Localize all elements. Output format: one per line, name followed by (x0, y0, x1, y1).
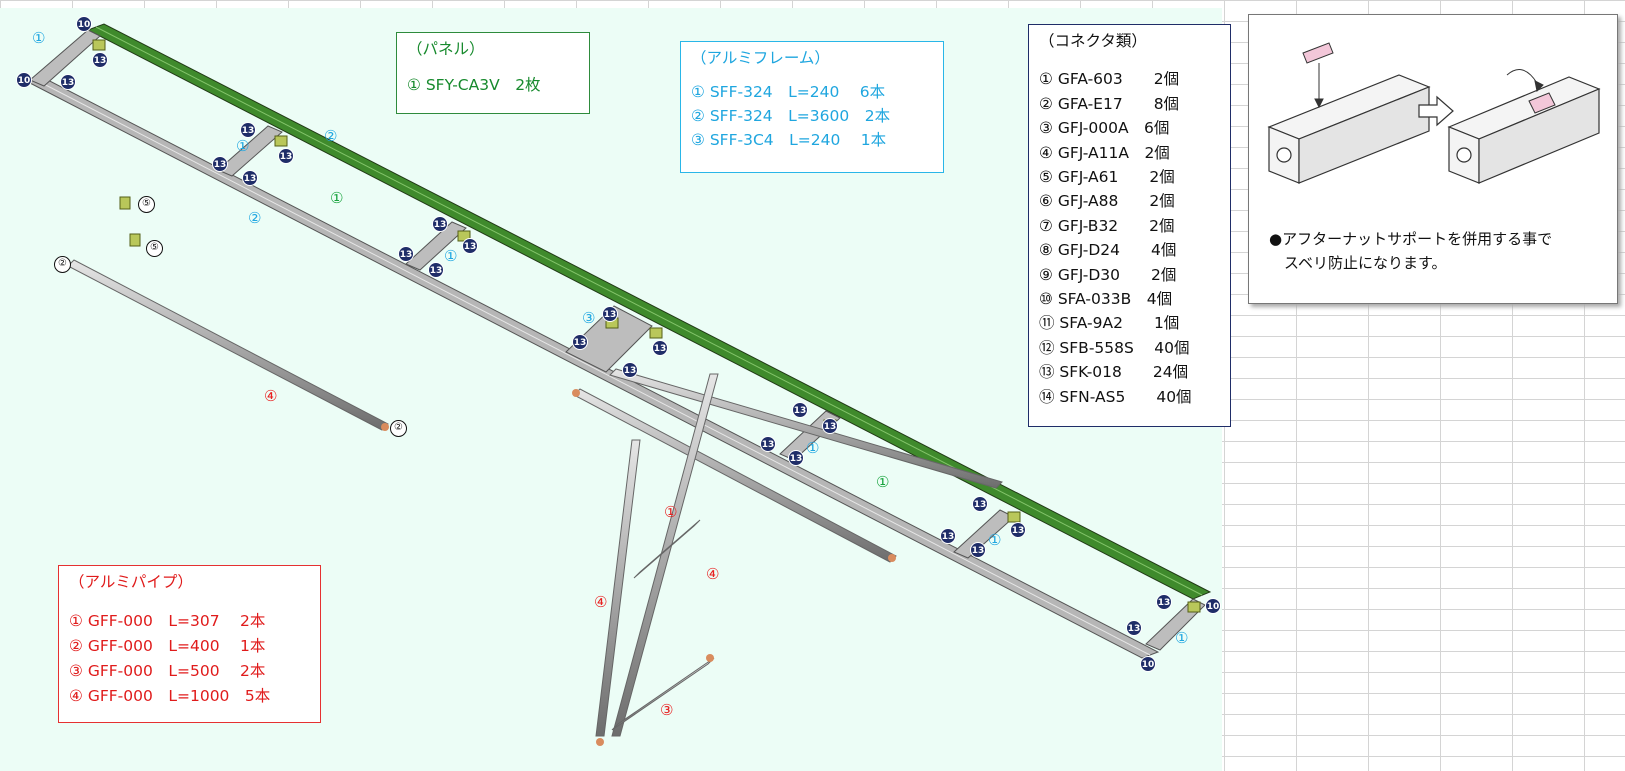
marker-13: 13 (278, 148, 294, 164)
pipe-row-2: ② GFF-000 L=400 1本 (69, 637, 266, 655)
support-pipes (573, 368, 1003, 737)
callout-red-3: ③ (660, 701, 674, 719)
marker-10: 10 (76, 16, 92, 32)
after-nut-illustration (1267, 42, 1601, 184)
marker-2: ② (390, 420, 407, 437)
connector-row-12: ⑫ SFB-558S 40個 (1039, 338, 1190, 357)
callout-blue-1: ① (444, 247, 458, 265)
marker-13: 13 (462, 238, 478, 254)
callout-blue-1: ① (1175, 629, 1189, 647)
connector-row-9: ⑨ GFJ-D30 2個 (1039, 265, 1177, 284)
pipe-row-4: ④ GFF-000 L=1000 5本 (69, 687, 271, 705)
callout-blue-2: ② (248, 209, 262, 227)
marker-13: 13 (652, 340, 668, 356)
callout-blue-1: ① (32, 29, 46, 47)
marker-13: 13 (92, 52, 108, 68)
aluminum-profile-left-icon (1267, 74, 1431, 184)
pipe-box-title: （アルミパイプ） (69, 573, 193, 591)
frame-row-2: ② SFF-324 L=3600 2本 (691, 107, 891, 126)
connector-row-3: ③ GFJ-000A 6個 (1039, 119, 1170, 138)
pipe-row-3: ③ GFF-000 L=500 2本 (69, 662, 266, 680)
after-nut-right-icon (1506, 69, 1556, 114)
connector-row-11: ⑪ SFA-9A2 1個 (1039, 314, 1180, 333)
arrow-right-icon (1418, 95, 1454, 127)
aluminum-profile-right-icon (1447, 76, 1601, 184)
callout-red-4: ④ (594, 593, 608, 611)
marker-13: 13 (240, 122, 256, 138)
connector-row-13: ⑬ SFK-018 24個 (1039, 363, 1189, 382)
marker-13: 13 (242, 170, 258, 186)
marker-10: 10 (1140, 656, 1156, 672)
frame-box-title: （アルミフレーム） (691, 49, 830, 67)
after-nut-note-text: ●アフターナットサポートを併用する事で スベリ防止になります。 (1269, 230, 1553, 272)
marker-13: 13 (398, 246, 414, 262)
loose-pipe (67, 259, 389, 431)
marker-13: 13 (602, 306, 618, 322)
connector-row-6: ⑥ GFJ-A88 2個 (1039, 192, 1175, 211)
marker-13: 13 (822, 418, 838, 434)
aluminum-frame-box: （アルミフレーム） ① SFF-324 L=240 6本 ② SFF-324 L… (680, 41, 944, 173)
marker-13: 13 (1156, 594, 1172, 610)
marker-10: 10 (1205, 598, 1221, 614)
callout-blue-1: ① (806, 439, 820, 457)
marker-5: ⑤ (138, 196, 155, 213)
marker-13: 13 (572, 334, 588, 350)
callout-blue-1: ① (236, 137, 250, 155)
after-nut-left-icon (1302, 42, 1334, 109)
frame-row-3: ③ SFF-3C4 L=240 1本 (691, 131, 887, 150)
marker-13: 13 (972, 496, 988, 512)
marker-13: 13 (970, 542, 986, 558)
marker-13: 13 (428, 262, 444, 278)
after-nut-note-box: ●アフターナットサポートを併用する事で スベリ防止になります。 (1248, 14, 1618, 304)
callout-green-1: ① (876, 473, 890, 491)
marker-13: 13 (760, 436, 776, 452)
marker-10: 10 (16, 72, 32, 88)
aluminum-pipe-box: （アルミパイプ） ① GFF-000 L=307 2本 ② GFF-000 L=… (58, 565, 321, 723)
pipe-row-1: ① GFF-000 L=307 2本 (69, 612, 266, 630)
callout-red-1: ① (664, 503, 678, 521)
callout-red-4: ④ (706, 565, 720, 583)
connector-row-4: ④ GFJ-A11A 2個 (1039, 143, 1170, 162)
connector-box-title: （コネクタ類） (1039, 32, 1147, 50)
connector-row-2: ② GFA-E17 8個 (1039, 94, 1180, 113)
connector-row-7: ⑦ GFJ-B32 2個 (1039, 216, 1175, 235)
marker-13: 13 (940, 528, 956, 544)
callout-green-1: ① (330, 189, 344, 207)
marker-13: 13 (432, 216, 448, 232)
connector-box: （コネクタ類） ① GFA-603 2個 ② GFA-E17 8個 ③ GFJ-… (1028, 24, 1231, 427)
callout-blue-1: ① (988, 531, 1002, 549)
top-long-frame (86, 23, 1212, 600)
marker-2: ② (54, 256, 71, 273)
marker-13: 13 (1010, 522, 1026, 538)
marker-13: 13 (212, 156, 228, 172)
marker-13: 13 (622, 362, 638, 378)
panel-parts-box: （パネル） ① SFY-CA3V 2枚 (396, 32, 590, 114)
connector-row-14: ⑭ SFN-AS5 40個 (1039, 387, 1192, 406)
frame-row-1: ① SFF-324 L=240 6本 (691, 83, 886, 102)
panel-row-1: ① SFY-CA3V 2枚 (407, 76, 541, 95)
marker-5: ⑤ (146, 240, 163, 257)
panel-box-title: （パネル） (407, 40, 485, 58)
callout-blue-2: ② (324, 127, 338, 145)
connector-row-5: ⑤ GFJ-A61 2個 (1039, 168, 1175, 187)
callout-red-4: ④ (264, 387, 278, 405)
connector-row-8: ⑧ GFJ-D24 4個 (1039, 241, 1177, 260)
connector-row-1: ① GFA-603 2個 (1039, 70, 1180, 89)
marker-13: 13 (788, 450, 804, 466)
marker-13: 13 (1126, 620, 1142, 636)
connector-row-10: ⑩ SFA-033B 4個 (1039, 290, 1173, 309)
pipe-ends (572, 389, 896, 746)
marker-13: 13 (60, 74, 76, 90)
callout-blue-3: ③ (582, 309, 596, 327)
marker-13: 13 (792, 402, 808, 418)
